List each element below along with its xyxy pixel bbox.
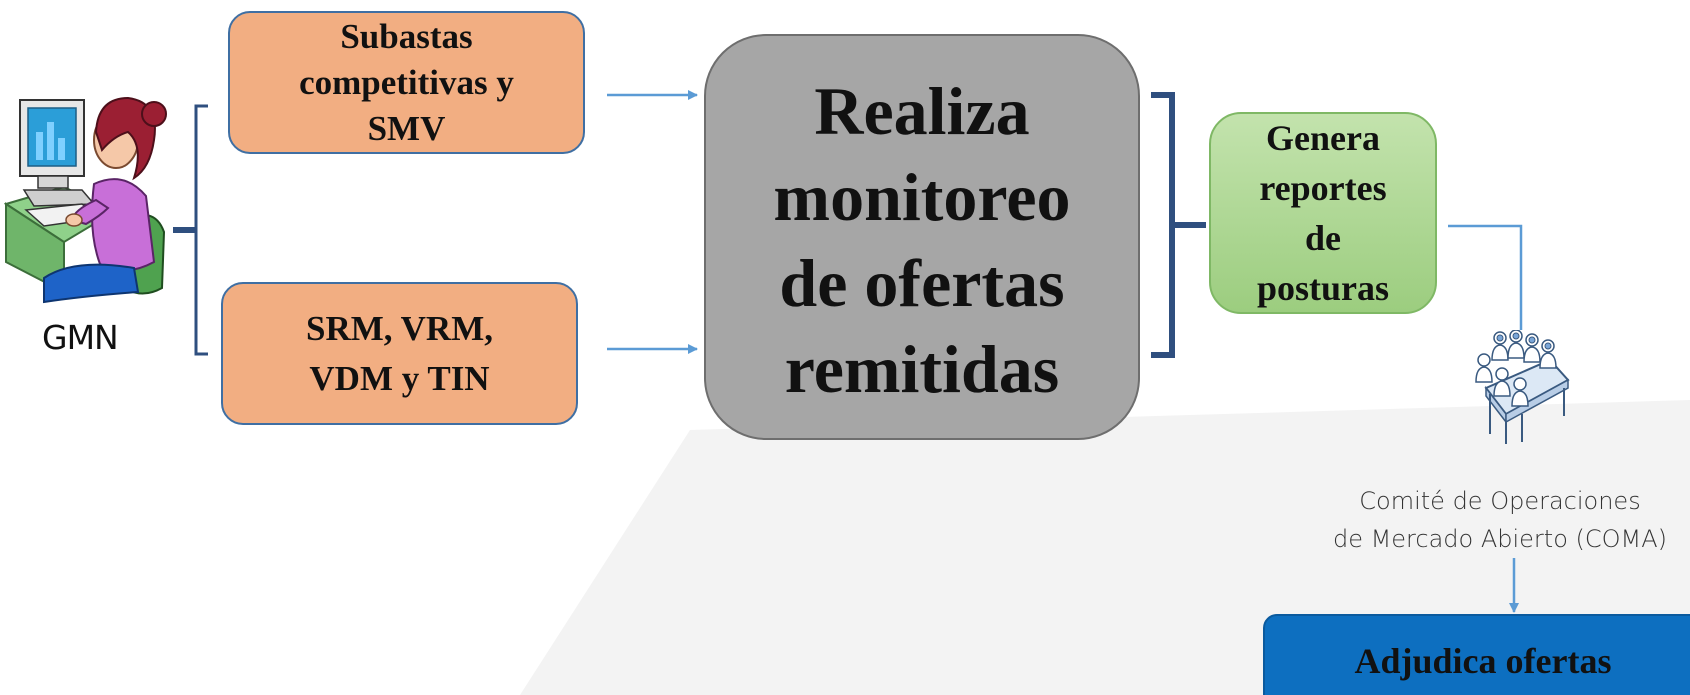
committee-label: Comité de Operaciones de Mercado Abierto… <box>1300 482 1690 558</box>
committee-line: Comité de Operaciones <box>1359 487 1641 515</box>
output-box: Genera reportes de posturas <box>1209 112 1437 314</box>
output-line: reportes <box>1259 168 1387 208</box>
input-box-line: Subastas <box>340 16 473 56</box>
meeting-group-icon <box>1475 330 1570 444</box>
process-line: de ofertas <box>779 245 1065 321</box>
final-label: Adjudica ofertas <box>1354 641 1612 681</box>
input-box-line: VDM y TIN <box>309 358 490 398</box>
process-line: Realiza <box>814 73 1030 149</box>
woman-at-computer-icon <box>4 96 167 304</box>
input-box-subastas: Subastas competitivas y SMV <box>228 11 585 154</box>
output-line: de <box>1305 218 1341 258</box>
left-bracket <box>173 104 208 356</box>
process-line: remitidas <box>784 331 1060 407</box>
committee-line: de Mercado Abierto (COMA) <box>1332 525 1668 553</box>
output-line: posturas <box>1256 268 1390 308</box>
input-box-line: SMV <box>367 108 446 148</box>
actor-label: GMN <box>42 318 119 357</box>
input-box-line: competitivas y <box>299 62 514 102</box>
connector-output-to-committee <box>1448 224 1523 330</box>
right-bracket <box>1151 92 1206 358</box>
final-box: Adjudica ofertas <box>1263 614 1690 695</box>
output-line: Genera <box>1266 118 1380 158</box>
input-box-line: SRM, VRM, <box>306 308 493 348</box>
process-box: Realiza monitoreo de ofertas remitidas <box>704 34 1140 440</box>
input-box-srm: SRM, VRM, VDM y TIN <box>221 282 578 425</box>
process-line: monitoreo <box>773 159 1071 235</box>
